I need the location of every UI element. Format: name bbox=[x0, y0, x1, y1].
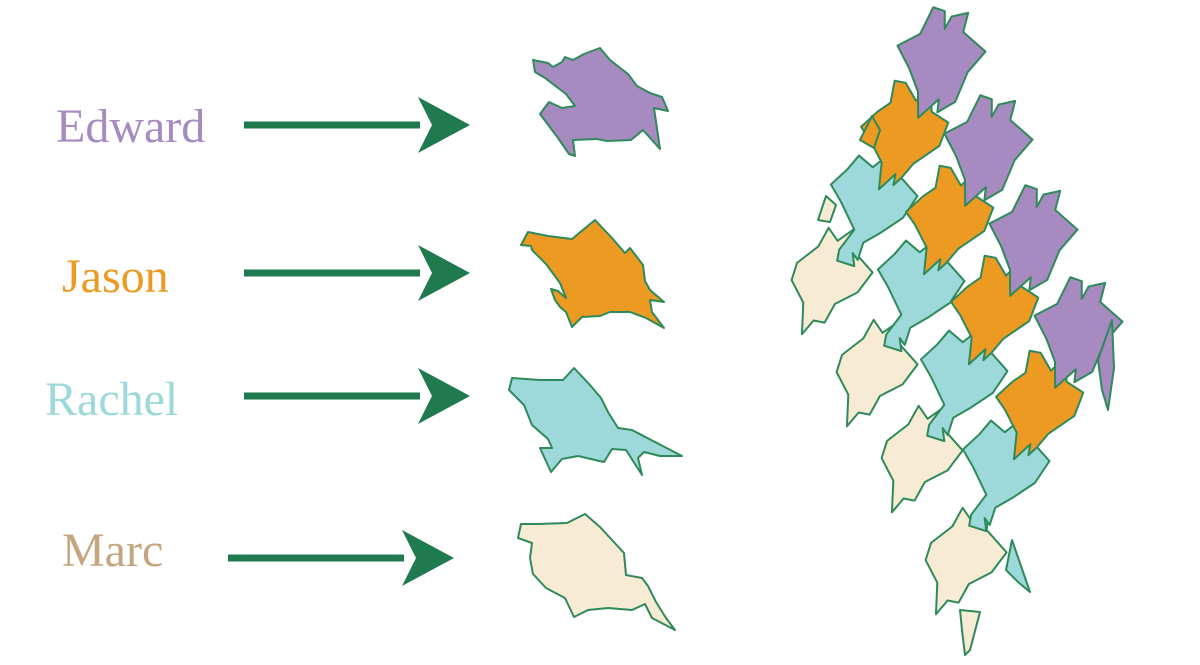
legend-row-edward: Edward bbox=[56, 47, 669, 157]
mosaic-tile bbox=[959, 609, 981, 656]
legend-row-marc: Marc bbox=[62, 513, 676, 631]
tile-rachel bbox=[508, 367, 683, 476]
mosaic-tile bbox=[819, 310, 930, 428]
mosaic-band-rachel bbox=[809, 142, 1065, 593]
mosaic-band-edward bbox=[889, 0, 1136, 411]
mosaic-tile bbox=[859, 115, 881, 149]
mosaic-tile bbox=[1005, 539, 1031, 593]
tile-edward bbox=[532, 47, 669, 157]
mosaic-tile bbox=[1097, 319, 1115, 411]
mosaic-tile bbox=[817, 195, 837, 223]
mosaic-tile bbox=[908, 498, 1019, 616]
arrow-icon bbox=[244, 368, 470, 424]
tile-marc bbox=[517, 513, 676, 631]
legend-row-jason: Jason bbox=[62, 219, 665, 329]
tile-jason bbox=[520, 219, 665, 329]
person-name-jason: Jason bbox=[62, 250, 169, 303]
mosaic-band-marc bbox=[774, 195, 1019, 656]
person-name-edward: Edward bbox=[56, 100, 205, 153]
legend-row-rachel: Rachel bbox=[45, 367, 683, 476]
person-name-marc: Marc bbox=[62, 524, 163, 577]
arrow-icon bbox=[228, 530, 454, 586]
mosaic-band-jason bbox=[850, 68, 1097, 461]
person-name-rachel: Rachel bbox=[45, 373, 178, 426]
arrow-icon bbox=[244, 97, 470, 153]
arrow-icon bbox=[244, 245, 470, 301]
